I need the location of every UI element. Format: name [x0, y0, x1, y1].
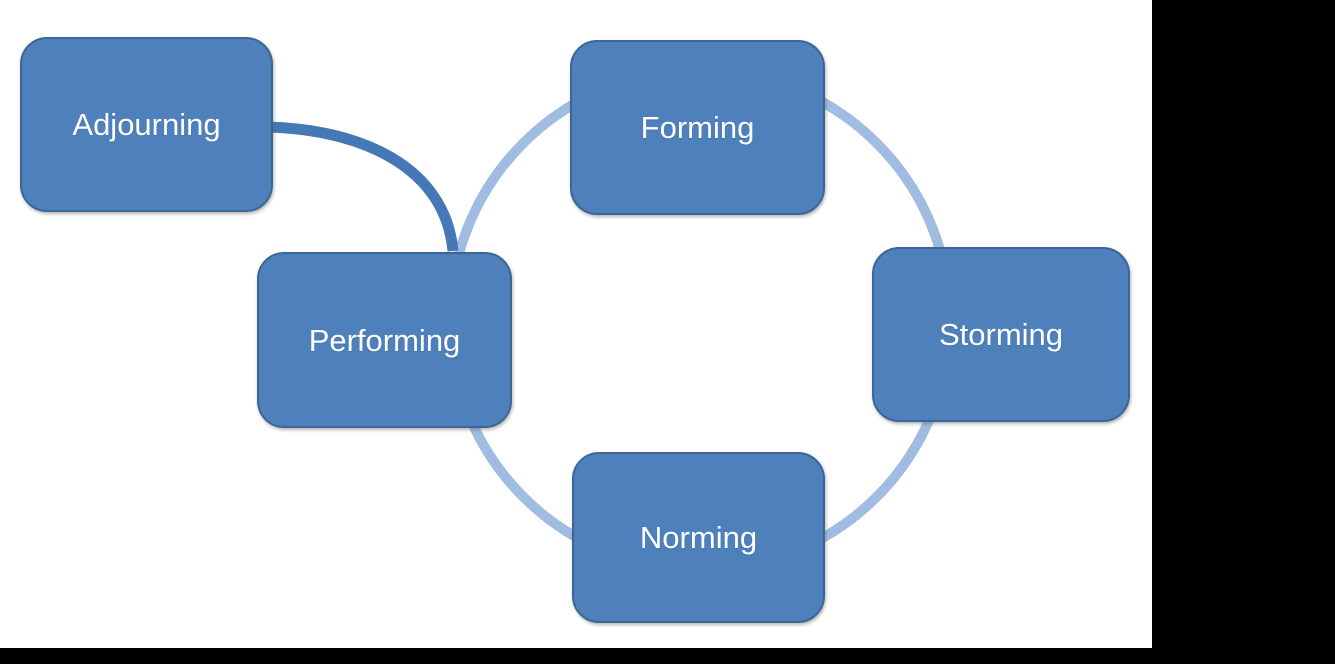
stage-label-performing: Performing	[308, 322, 461, 358]
letterbox-bottom-bar	[0, 648, 1335, 664]
diagram-slide: Forming Storming Norming Performing Adjo…	[0, 0, 1152, 648]
stage-node-adjourning: Adjourning	[20, 37, 273, 212]
stage-node-forming: Forming	[570, 40, 825, 215]
letterbox-right-bar	[1152, 0, 1335, 664]
stage-label-adjourning: Adjourning	[72, 107, 221, 142]
stage-label-storming: Storming	[938, 317, 1064, 352]
stage-label-norming: Norming	[639, 520, 758, 555]
stage-node-norming: Norming	[572, 452, 825, 623]
stage-node-storming: Storming	[872, 247, 1130, 422]
stage-node-performing: Performing	[257, 252, 512, 428]
adjourning-connector-arc	[265, 121, 459, 252]
stage-label-forming: Forming	[640, 110, 755, 145]
